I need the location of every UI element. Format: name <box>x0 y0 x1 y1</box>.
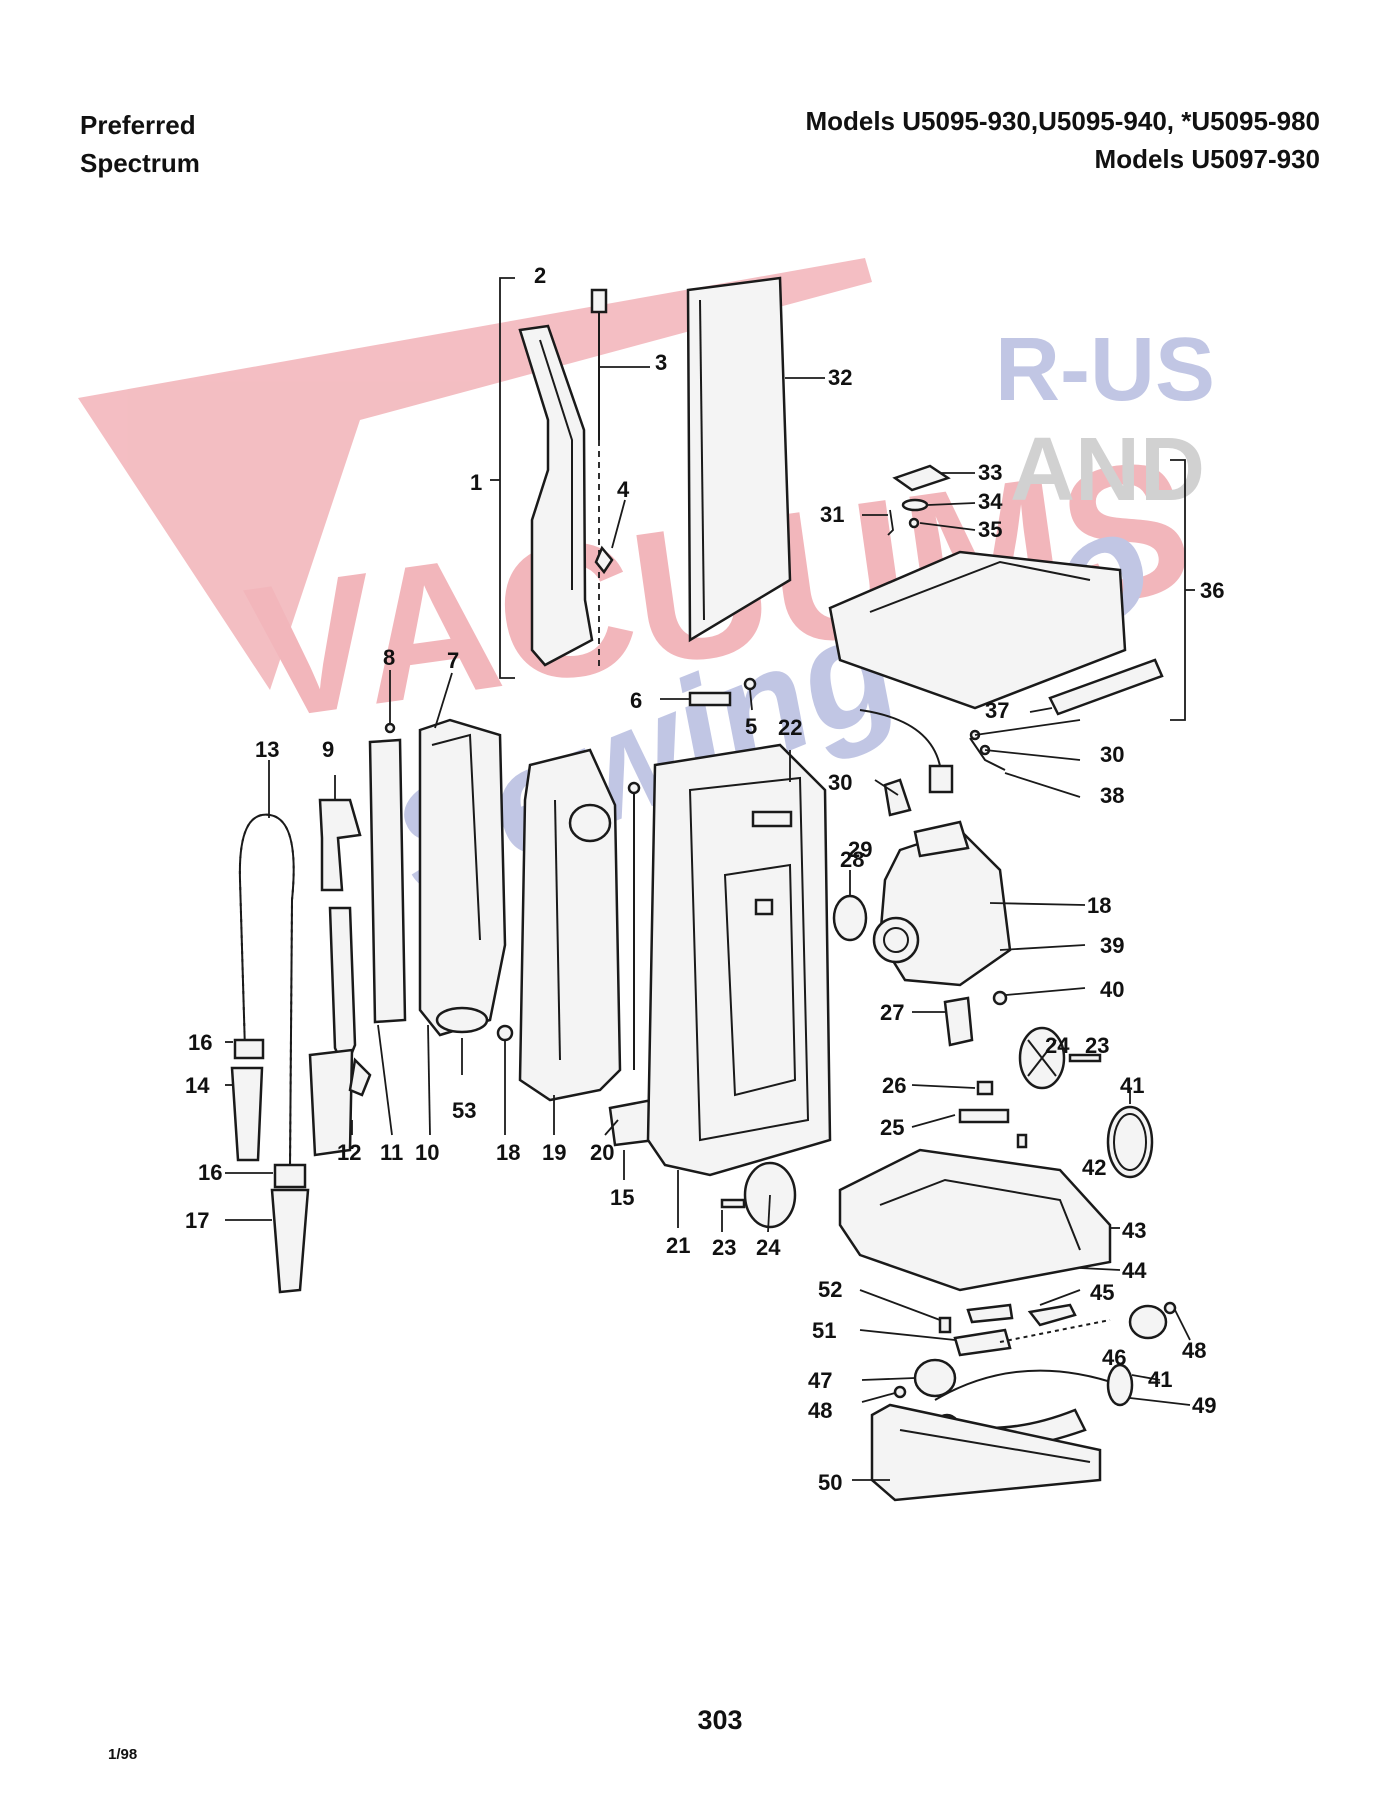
callout-3: 3 <box>655 350 667 375</box>
callout-13: 13 <box>255 737 279 762</box>
callout-19: 19 <box>542 1140 566 1165</box>
callout-11: 11 <box>380 1140 403 1165</box>
base-nozzle-assembly <box>838 1080 1191 1502</box>
callout-24b: 24 <box>1045 1033 1070 1058</box>
models-line-2: Models U5097-930 <box>1094 144 1320 174</box>
callout-30b: 30 <box>1100 742 1124 767</box>
callout-33: 33 <box>978 460 1002 485</box>
callout-16b: 16 <box>198 1160 222 1185</box>
top-cover-assembly <box>828 459 1195 721</box>
callout-37: 37 <box>985 698 1009 723</box>
callout-14: 14 <box>185 1073 210 1098</box>
callout-18a: 18 <box>496 1140 520 1165</box>
callout-39: 39 <box>1100 933 1124 958</box>
motor-assembly <box>859 709 1086 1047</box>
callout-10: 10 <box>415 1140 439 1165</box>
callout-32: 32 <box>828 365 852 390</box>
watermark-and-text: AND <box>1010 420 1205 520</box>
page-number: 303 <box>697 1705 743 1735</box>
callout-53: 53 <box>452 1098 476 1123</box>
main-body-housing <box>646 743 832 1228</box>
callout-21: 21 <box>666 1233 690 1258</box>
callout-34: 34 <box>978 489 1003 514</box>
callout-28: 28 <box>840 847 864 872</box>
callout-23a: 23 <box>712 1235 736 1260</box>
rear-housing <box>496 748 657 1180</box>
callout-20: 20 <box>590 1140 614 1165</box>
callout-24a: 24 <box>756 1235 781 1260</box>
callout-12: 12 <box>337 1140 361 1165</box>
callout-36: 36 <box>1200 578 1224 603</box>
brand-line-2: Spectrum <box>80 148 200 178</box>
callout-23b: 23 <box>1085 1033 1109 1058</box>
callout-47: 47 <box>808 1368 832 1393</box>
callout-labels: 1 2 3 4 5 6 7 8 9 10 11 12 13 14 15 16 1… <box>185 263 1224 1495</box>
brand-title: Preferred Spectrum <box>80 106 200 182</box>
hose-and-attachments <box>225 760 372 1294</box>
callout-43: 43 <box>1122 1218 1146 1243</box>
callout-16a: 16 <box>188 1030 212 1055</box>
callout-49: 49 <box>1192 1393 1216 1418</box>
callout-40: 40 <box>1100 977 1124 1002</box>
callout-5: 5 <box>745 714 757 739</box>
callout-41a: 41 <box>1120 1073 1144 1098</box>
models-heading: Models U5095-930,U5095-940, *U5095-980 M… <box>805 102 1320 178</box>
callout-38: 38 <box>1100 783 1124 808</box>
callout-44: 44 <box>1122 1258 1147 1283</box>
callout-48b: 48 <box>1182 1338 1206 1363</box>
callout-30a: 30 <box>828 770 852 795</box>
watermark-red-banner <box>78 258 872 690</box>
small-parts-5-6 <box>660 677 757 711</box>
callout-4: 4 <box>617 477 630 502</box>
callout-22: 22 <box>778 715 802 740</box>
front-panel <box>686 276 825 643</box>
callout-7: 7 <box>447 648 459 673</box>
callout-27: 27 <box>880 1000 904 1025</box>
brand-line-1: Preferred <box>80 110 196 140</box>
wands-and-brackets <box>368 670 507 1136</box>
handle-assembly <box>490 277 594 679</box>
callout-51: 51 <box>812 1318 836 1343</box>
callout-52: 52 <box>818 1277 842 1302</box>
callout-26: 26 <box>882 1073 906 1098</box>
watermark-rus-text: R-US <box>995 320 1215 420</box>
cord-hook <box>594 499 626 575</box>
callout-1: 1 <box>470 470 482 495</box>
callout-41b: 41 <box>1148 1367 1172 1392</box>
callout-25: 25 <box>880 1115 904 1140</box>
callout-2: 2 <box>534 263 546 288</box>
callout-48a: 48 <box>808 1398 832 1423</box>
callout-15: 15 <box>610 1185 634 1210</box>
callout-18b: 18 <box>1087 893 1111 918</box>
callout-42: 42 <box>1082 1155 1106 1180</box>
callout-50: 50 <box>818 1470 842 1495</box>
callout-9: 9 <box>322 737 334 762</box>
date-code: 1/98 <box>108 1746 138 1763</box>
wheels-and-axles <box>720 870 1154 1233</box>
callout-45: 45 <box>1090 1280 1114 1305</box>
models-line-1: Models U5095-930,U5095-940, *U5095-980 <box>805 106 1320 136</box>
callout-8: 8 <box>383 645 395 670</box>
callout-17: 17 <box>185 1208 209 1233</box>
callout-29: 29 <box>848 837 872 862</box>
callout-31: 31 <box>820 502 844 527</box>
callout-46: 46 <box>1102 1345 1126 1370</box>
callout-6: 6 <box>630 688 642 713</box>
callout-35: 35 <box>978 517 1002 542</box>
